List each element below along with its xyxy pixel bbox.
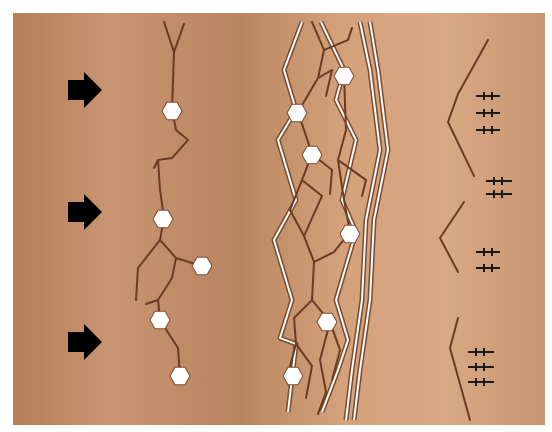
hexagon-marker-icon: [340, 225, 360, 242]
hexagon-marker-icon: [287, 104, 307, 121]
hexagon-marker-icon: [153, 210, 173, 227]
hexagon-marker-icon: [334, 67, 354, 84]
hexagon-marker-icon: [283, 367, 303, 384]
hexagon-marker-icon: [317, 313, 337, 330]
hexagon-marker-icon: [162, 102, 182, 119]
hexagon-marker-icon: [302, 146, 322, 163]
hexagon-marker-icon: [170, 367, 190, 384]
hexagon-marker-icon: [150, 311, 170, 328]
hexagon-marker-icon: [192, 257, 212, 274]
